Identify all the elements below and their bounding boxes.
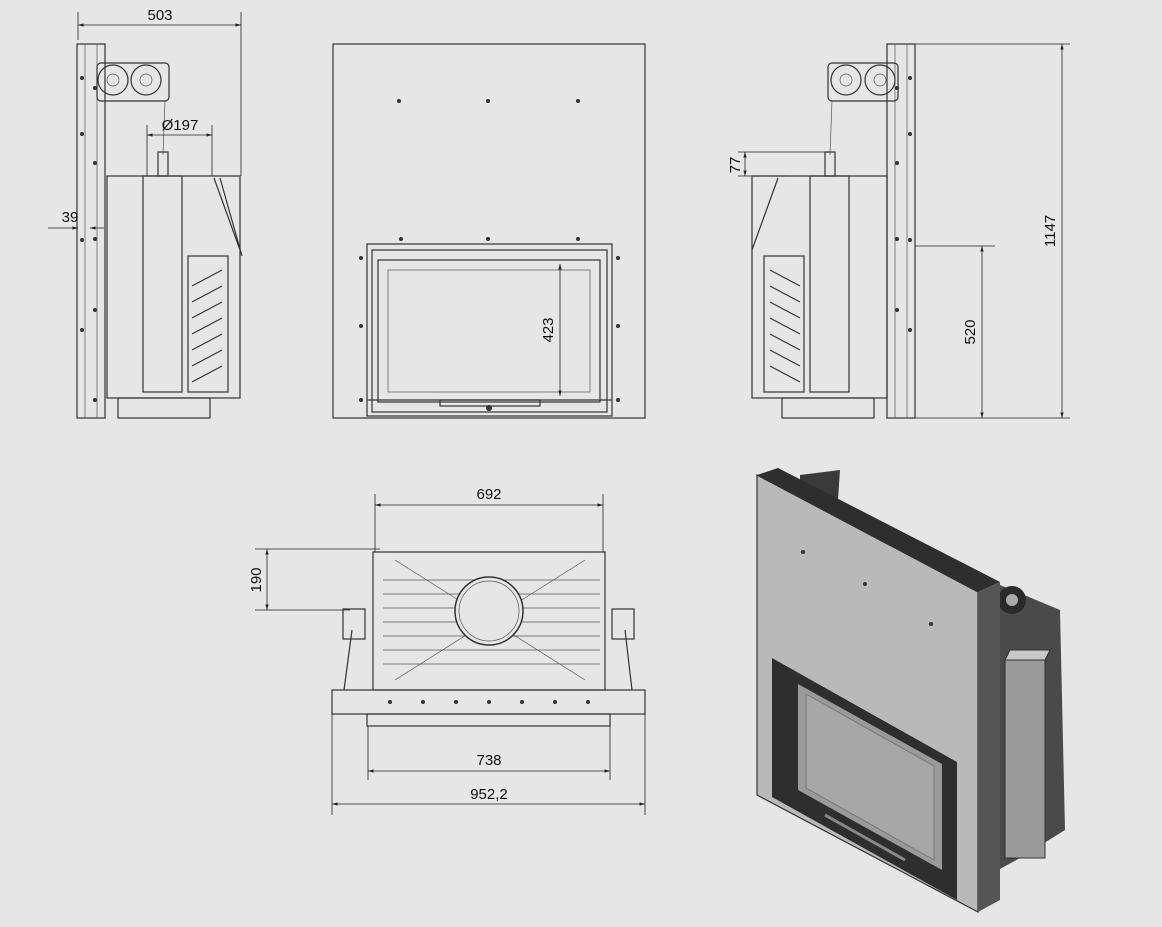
dim-body-width: 692	[476, 486, 501, 503]
dim-door-bottom-height: 520	[962, 319, 979, 344]
left-side-view	[48, 12, 243, 419]
right-side-view	[738, 43, 1070, 419]
dim-collar-height: 77	[727, 157, 744, 174]
top-view	[255, 494, 646, 815]
dim-glass-height: 423	[540, 317, 557, 342]
dim-flue-diameter: Ø197	[162, 117, 199, 134]
dim-top-depth: 190	[248, 567, 265, 592]
dim-door-width: 738	[476, 752, 501, 769]
dim-total-height: 1147	[1042, 215, 1059, 247]
dim-wall-offset: 39	[62, 209, 79, 226]
dim-total-width: 952,2	[470, 786, 508, 803]
front-view	[332, 43, 646, 419]
dim-side-depth: 503	[147, 7, 172, 24]
isometric-view	[756, 468, 1065, 913]
